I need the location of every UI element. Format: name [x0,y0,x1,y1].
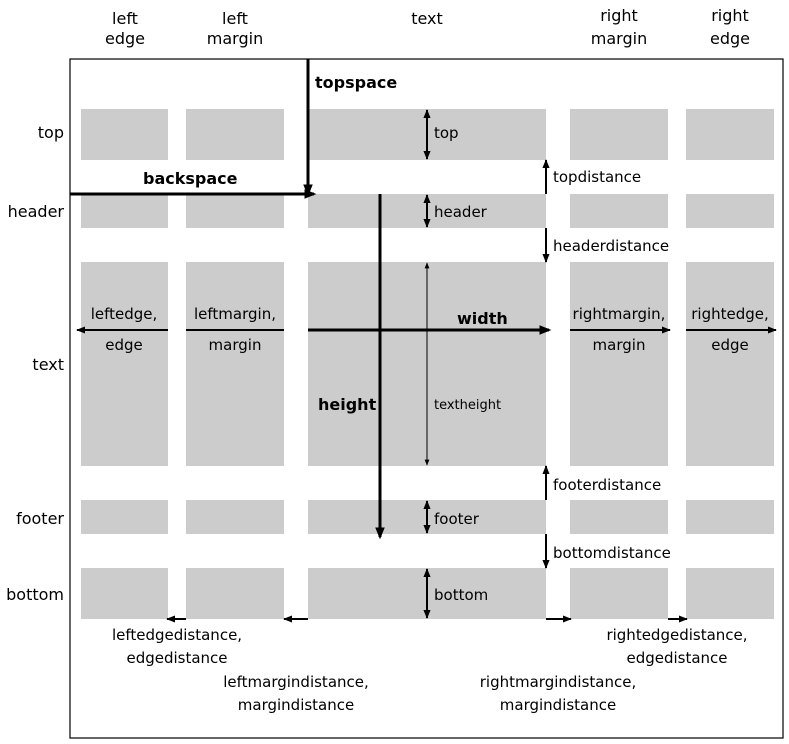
row-header: header [8,202,65,221]
rightedgedistance-label-line1: rightedgedistance, [606,626,747,644]
textheight-label: textheight [434,398,501,413]
topspace-label: topspace [315,73,397,92]
leftedge-label-line2: edge [105,336,143,354]
leftmargin-label-line1: leftmargin, [194,305,276,323]
block-bottom-left-margin [186,568,284,619]
width-label: width [457,309,508,328]
block-bottom-right-edge [686,568,774,619]
page-frame [69,58,784,739]
leftmargindistance-label-line1: leftmargindistance, [223,673,369,691]
header-label: header [434,203,488,221]
bottomdistance-label: bottomdistance [553,544,671,562]
row-footer: footer [16,509,64,528]
block-top-left-margin [186,109,284,160]
block-header-left-margin [186,194,284,228]
block-footer-left-edge [81,500,168,534]
block-footer-right-margin [570,500,668,534]
block-bottom-left-edge [81,568,168,619]
col-left-margin-line2: margin [207,29,263,48]
rightmargindistance-label-line1: rightmargindistance, [480,673,636,691]
leftedgedistance-label-line1: leftedgedistance, [112,626,242,644]
block-text-left-margin [186,262,284,466]
leftmargindistance-label-line2: margindistance [238,696,354,714]
block-footer-right-edge [686,500,774,534]
row-bottom: bottom [6,585,64,604]
rightmargindistance-label-line2: margindistance [500,696,616,714]
block-text-left-edge [81,262,168,466]
block-header-left-edge [81,194,168,228]
block-header-right-edge [686,194,774,228]
rightedge-label-line2: edge [711,336,749,354]
leftedge-label-line1: leftedge, [91,305,158,323]
row-top: top [38,123,64,142]
block-footer-left-margin [186,500,284,534]
leftmargin-label-line2: margin [209,336,262,354]
block-bottom-right-margin [570,568,668,619]
side-width-labels: leftedge, edge leftmargin, margin rightm… [91,305,769,354]
col-right-margin-line1: right [600,6,638,25]
headerdistance-label: headerdistance [553,237,669,255]
block-top-right-margin [570,109,668,160]
block-top-right-edge [686,109,774,160]
row-text: text [32,355,64,374]
block-text-right-edge [686,262,774,466]
text-column-labels: top header textheight footer bottom [434,124,501,604]
top-label: top [434,124,459,142]
col-left-edge-line1: left [112,9,138,28]
column-headers: left edge left margin text right margin … [105,6,750,48]
block-header-right-margin [570,194,668,228]
footer-label: footer [434,510,480,528]
col-left-margin-line1: left [222,9,248,28]
col-right-margin-line2: margin [591,29,647,48]
col-right-edge-line1: right [711,6,749,25]
distance-labels: topdistance headerdistance footerdistanc… [553,168,671,562]
height-label: height [318,395,377,414]
col-right-edge-line2: edge [710,29,750,48]
rightedgedistance-label-line2: edgedistance [626,649,727,667]
topdistance-label: topdistance [553,168,641,186]
leftedgedistance-label-line2: edgedistance [126,649,227,667]
footerdistance-label: footerdistance [553,476,661,494]
thick-dimension-lines [70,59,552,540]
row-labels: top header text footer bottom [6,123,64,604]
horizontal-distance-labels: leftedgedistance, edgedistance leftmargi… [112,626,748,714]
backspace-label: backspace [143,169,238,188]
block-top-left-edge [81,109,168,160]
block-text-right-margin [570,262,668,466]
rightedge-label-line1: rightedge, [691,305,769,323]
rightmargin-label-line1: rightmargin, [573,305,666,323]
col-left-edge-line2: edge [105,29,145,48]
col-text: text [411,9,443,28]
rightmargin-label-line2: margin [593,336,646,354]
bottom-label: bottom [434,586,488,604]
